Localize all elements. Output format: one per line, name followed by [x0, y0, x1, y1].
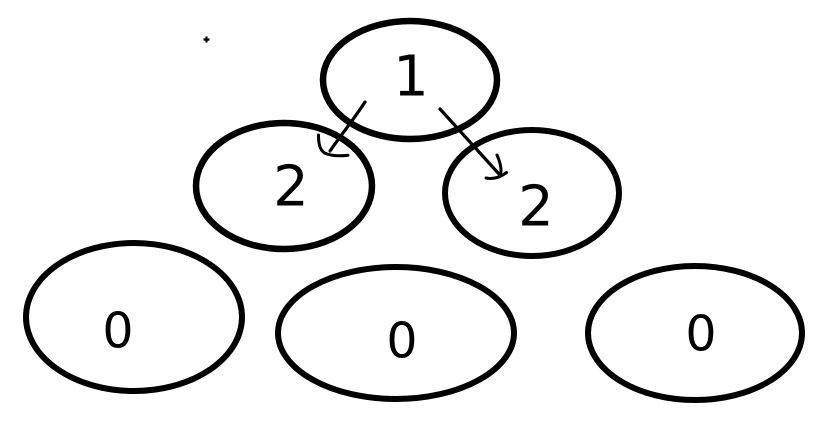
plus-icon	[203, 36, 210, 43]
node-label-child-left: 2	[273, 155, 309, 220]
edge-arrowhead-icon	[495, 153, 503, 176]
node-ellipse-leaf-left	[23, 240, 245, 394]
node-label-root: 1	[393, 45, 429, 110]
node-ellipse-child-left	[192, 119, 376, 253]
node-ellipse-leaf-middle	[275, 264, 517, 402]
node-ellipse-leaf-right	[585, 263, 805, 403]
edge-line	[328, 100, 367, 153]
node-labels-group: 1 2 2 0 0 0	[102, 45, 716, 370]
stray-plus-mark	[203, 36, 210, 43]
node-label-leaf-left: 0	[102, 303, 133, 360]
node-label-leaf-right: 0	[685, 306, 716, 363]
node-ellipse-child-right	[442, 127, 622, 259]
edge-arrowhead-icon	[317, 133, 350, 158]
node-label-child-right: 2	[518, 175, 554, 240]
node-ellipse-root	[319, 17, 501, 143]
node-label-leaf-middle: 0	[386, 313, 417, 370]
edge-root-to-child-right	[438, 107, 508, 180]
edge-line	[438, 107, 501, 176]
edge-arrowhead-icon	[484, 171, 508, 180]
edge-root-to-child-left	[317, 100, 367, 158]
node-ellipses-group	[23, 17, 805, 403]
